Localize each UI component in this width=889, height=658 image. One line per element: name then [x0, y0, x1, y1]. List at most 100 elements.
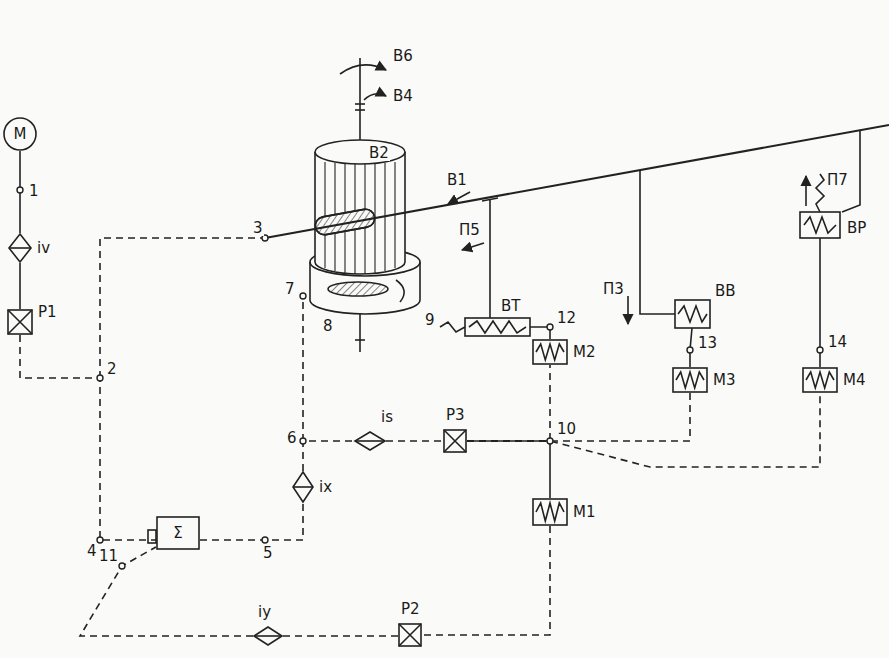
kinematic-wire [302, 299, 304, 441]
callout-number: 12 [556, 310, 577, 326]
node-label: Р2 [400, 601, 421, 617]
worm-wheel [310, 300, 420, 314]
ratio-diamond: iv [8, 233, 32, 263]
workpiece-fill [315, 152, 405, 262]
ratio-diamond: ix [292, 471, 314, 503]
node-label: iv [36, 240, 51, 256]
kinematic-connector [467, 365, 550, 441]
junction-point [300, 293, 306, 299]
callout-number: 6 [286, 430, 298, 446]
motor-circle: М [3, 117, 37, 151]
kinematic-connector [20, 335, 156, 540]
motion-label: ВР [846, 220, 867, 236]
node-outline [292, 471, 314, 503]
callout-number: 9 [424, 312, 436, 328]
motion-arrow [627, 296, 629, 324]
clutch-box: М1 [532, 498, 568, 526]
motion-label: П7 [826, 172, 849, 188]
node-label: М3 [712, 372, 737, 388]
node-label: М2 [572, 344, 597, 360]
node-label: М1 [572, 504, 597, 520]
node-outline [253, 626, 283, 646]
workpiece [315, 262, 405, 274]
kinematic-connector [19, 263, 21, 309]
node-label: Σ [173, 525, 182, 541]
callout-number: 1 [28, 183, 40, 199]
node-outline [354, 431, 386, 451]
feed-rod [482, 198, 498, 201]
differential-input [148, 530, 156, 543]
callout-number: 3 [252, 220, 264, 236]
hob [314, 208, 376, 236]
motion-label: П5 [458, 222, 481, 238]
node-outline [532, 339, 568, 365]
callout-number: 8 [322, 318, 334, 334]
screw-thread [440, 321, 526, 333]
callout-number: 11 [98, 548, 119, 564]
axis-tick [355, 103, 365, 105]
screw-thread [816, 174, 824, 212]
hob-slide [265, 125, 889, 238]
kinematic-connector [283, 635, 398, 637]
node-label: iy [257, 604, 272, 620]
kinematic-connector [467, 393, 690, 441]
motion-label: В6 [392, 48, 414, 64]
worm [328, 282, 388, 296]
reversing-box: Р1 [7, 309, 33, 335]
motion-label: В4 [392, 88, 414, 104]
table-axis [359, 58, 361, 140]
node-label: Р1 [37, 304, 58, 320]
junction-point [97, 537, 103, 543]
feed-rod [640, 170, 675, 314]
junction-point [300, 438, 306, 444]
node-label: М [14, 126, 27, 142]
motion-arrow [805, 176, 807, 206]
junction-point [687, 347, 693, 353]
node-label: ix [318, 479, 333, 495]
callout-number: 5 [262, 545, 274, 561]
reversing-box: Р2 [398, 623, 422, 647]
workpiece [404, 152, 406, 262]
clutch-box: М3 [672, 367, 708, 393]
callout-number: 13 [697, 335, 718, 351]
screw-nut [800, 212, 840, 238]
junction-point [547, 324, 553, 330]
kinematic-wire [100, 238, 262, 378]
screw-thread [678, 306, 707, 322]
node-outline [802, 367, 838, 393]
callout-number: 7 [284, 281, 296, 297]
feed-rod [489, 200, 491, 318]
callout-number: 2 [106, 361, 118, 377]
worm-wheel [419, 262, 421, 300]
motion-label: В2 [368, 145, 390, 161]
worm-wheel [309, 262, 311, 300]
motion-label: В1 [446, 172, 468, 188]
motion-arrow [462, 243, 484, 250]
kinematic-connector [386, 440, 443, 442]
junction-point [119, 563, 125, 569]
junction-point [262, 537, 268, 543]
motion-label: П3 [602, 281, 625, 297]
callout-number: 14 [827, 334, 848, 350]
junction-point [547, 438, 553, 444]
axis-tick [355, 339, 365, 341]
kinematic-connector [467, 393, 820, 467]
slide-bracket [842, 130, 860, 212]
rotation-arrow [364, 94, 386, 100]
rotation-arrow [340, 65, 386, 74]
screw-thread [804, 217, 836, 233]
node-label: Р3 [445, 407, 466, 423]
kinematic-connector [467, 441, 550, 498]
node-outline [672, 367, 708, 393]
clutch-box: М4 [802, 367, 838, 393]
callout-number: 4 [86, 543, 98, 559]
ratio-diamond: iy [253, 626, 283, 646]
node-label: is [380, 409, 394, 425]
motion-label: ВТ [500, 298, 521, 314]
callout-number: 10 [556, 421, 577, 437]
ratio-diamond: is [354, 431, 386, 451]
differential-box: Σ [156, 516, 200, 550]
